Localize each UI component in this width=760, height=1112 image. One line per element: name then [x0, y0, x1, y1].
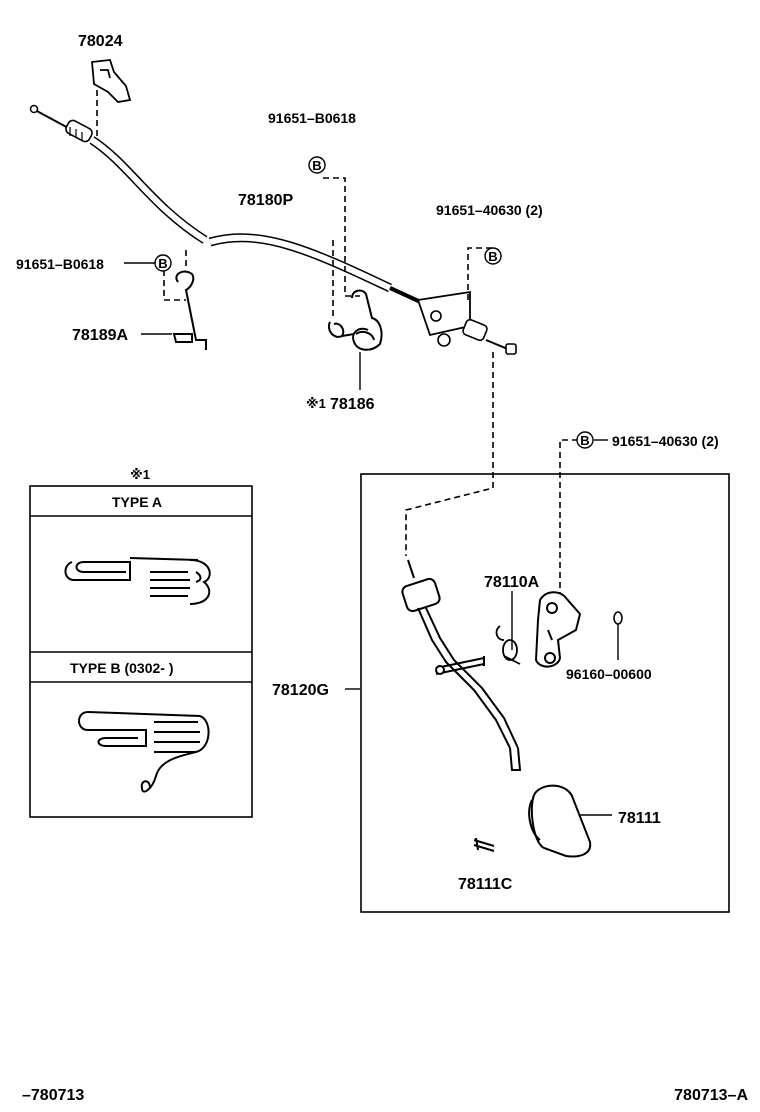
return-spring-78186 — [328, 289, 383, 351]
nut-96160-00600 — [613, 611, 623, 625]
pedal-assembly-box — [360, 473, 730, 913]
bolt-marker-right-letter: B — [580, 433, 589, 448]
pin-78111c — [473, 837, 495, 852]
pedal-arm — [401, 559, 522, 771]
inset-mark: ※1 — [130, 467, 150, 482]
leader-lines — [124, 262, 619, 816]
pedal-spring-78110a — [495, 625, 521, 665]
bolt-marker-left-letter: B — [158, 256, 167, 271]
cable-clamp-78024 — [91, 59, 132, 103]
inset-type-b-label: TYPE B (0302- ) — [70, 660, 173, 676]
part-label-91651-b0618-left: 91651–B0618 — [16, 256, 104, 272]
bolt-marker-top — [308, 156, 326, 174]
part-label-96160-00600: 96160–00600 — [566, 666, 652, 682]
part-label-78186-mark: ※1 — [306, 396, 326, 411]
part-label-78024: 78024 — [78, 33, 123, 50]
spring-type-a-drawing — [64, 557, 211, 605]
bolt-marker-right — [576, 431, 594, 449]
part-label-78186: 78186 — [330, 396, 375, 413]
part-label-78180p: 78180P — [238, 192, 293, 209]
accelerator-cable — [29, 104, 517, 355]
footer-left-code: –780713 — [22, 1087, 84, 1104]
footer-right-code: 780713–A — [674, 1087, 748, 1104]
part-label-91651-40630-right: 91651–40630 (2) — [612, 433, 719, 449]
pedal-pad-78111 — [528, 784, 592, 858]
part-label-78189a: 78189A — [72, 327, 128, 344]
bolt-marker-top-letter: B — [312, 158, 321, 173]
spring-type-inset: TYPE A TYPE B (0302- ) — [29, 485, 253, 818]
spring-type-b-drawing — [78, 711, 210, 793]
dashed-leaders-upper — [96, 90, 578, 598]
inset-type-a-label: TYPE A — [112, 494, 162, 510]
part-label-91651-40630-top: 91651–40630 (2) — [436, 202, 543, 218]
part-label-78120g: 78120G — [272, 682, 329, 699]
part-label-78110a: 78110A — [484, 574, 540, 591]
part-label-91651-b0618-top: 91651–B0618 — [268, 110, 356, 126]
part-label-78111c: 78111C — [458, 876, 513, 893]
part-label-78111: 78111 — [618, 810, 661, 827]
pedal-bracket-78110a — [534, 591, 582, 668]
bolt-marker-right-top-letter: B — [488, 249, 497, 264]
clip-78189a — [172, 270, 207, 350]
bolt-marker-right-top — [484, 247, 502, 265]
